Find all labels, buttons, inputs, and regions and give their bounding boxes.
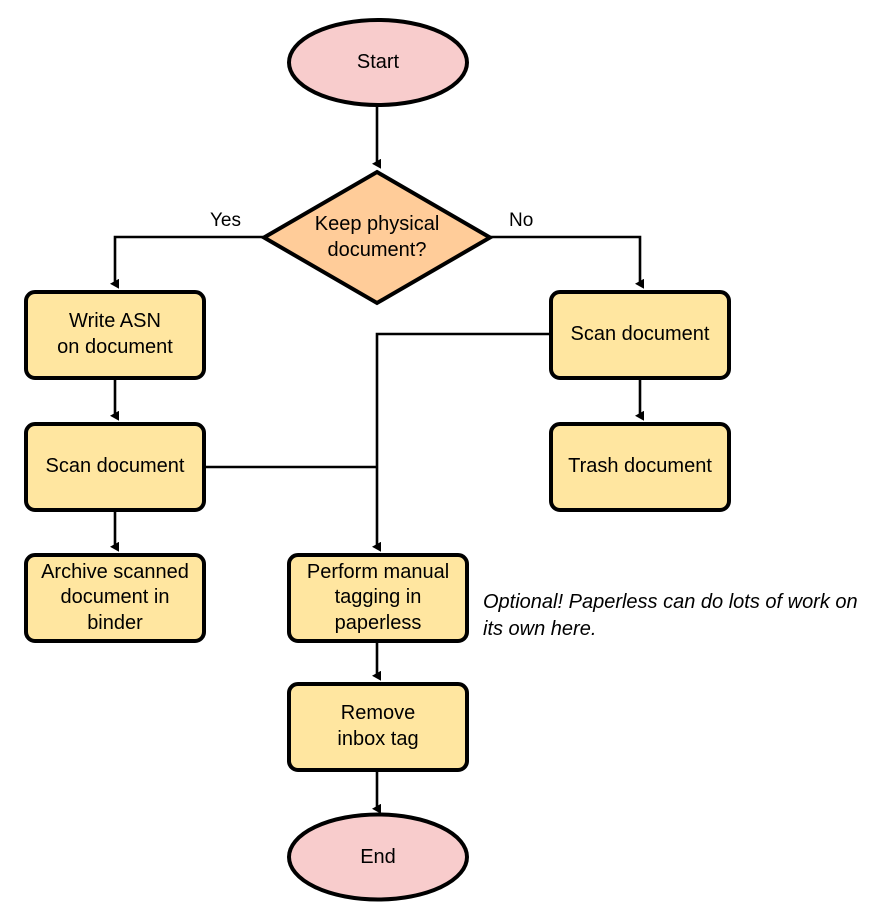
node-archive-binder-shape[interactable] xyxy=(24,553,206,643)
node-end-shape[interactable] xyxy=(287,812,469,902)
node-write-asn-shape[interactable] xyxy=(24,290,206,380)
edge-label-yes: Yes xyxy=(210,210,241,231)
node-scan-document-right-shape[interactable] xyxy=(549,290,731,380)
edge-label-no: No xyxy=(509,210,534,231)
node-scan-document-left-shape[interactable] xyxy=(24,422,206,512)
annotation-paperless-note: Optional! Paperless can do lots of work … xyxy=(483,591,858,640)
edge-decision-to-scan-right xyxy=(490,235,644,289)
node-keep-physical-shape[interactable] xyxy=(260,169,494,306)
edge-scan-right-to-tagging xyxy=(372,332,551,552)
node-trash-document-shape[interactable] xyxy=(549,422,731,512)
node-manual-tagging-shape[interactable] xyxy=(287,553,469,643)
node-start-shape[interactable] xyxy=(287,18,469,107)
edge-decision-to-write-asn xyxy=(110,235,264,289)
node-remove-inbox-tag-shape[interactable] xyxy=(287,682,469,772)
